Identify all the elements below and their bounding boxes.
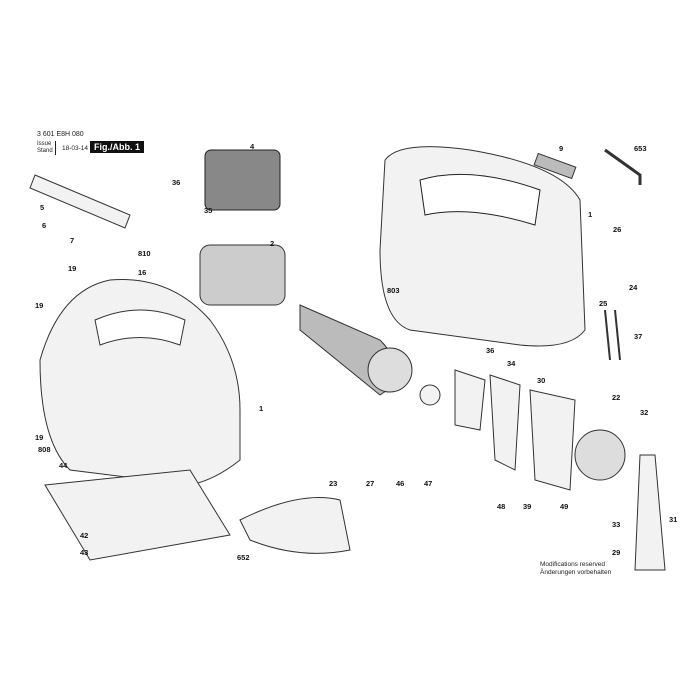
note-de: Änderungen vorbehalten	[540, 569, 612, 576]
issue-stand-label: Issue Stand	[37, 141, 56, 155]
housing-left-half	[39, 279, 241, 486]
lever-plate	[529, 389, 576, 491]
figure-label: Fig./Abb. 1	[90, 141, 144, 153]
label: 42	[80, 531, 88, 540]
base-plate	[44, 469, 231, 561]
label: 7	[70, 236, 74, 245]
switch	[204, 149, 281, 211]
label: 29	[612, 548, 620, 557]
label: 803	[387, 286, 400, 295]
issue-date: 18-03-14	[62, 145, 89, 152]
blade-guard	[239, 497, 351, 554]
guide-plate	[489, 374, 521, 471]
label: 49	[560, 502, 568, 511]
label: 26	[613, 225, 621, 234]
label: 19	[35, 301, 43, 310]
fan	[367, 347, 413, 393]
label: 810	[138, 249, 151, 258]
label: 31	[669, 515, 677, 524]
label: 6	[42, 221, 46, 230]
note-en: Modifications reserved	[540, 561, 606, 568]
label: 27	[366, 479, 374, 488]
label: 9	[559, 144, 563, 153]
label: 43	[80, 548, 88, 557]
label: 39	[523, 502, 531, 511]
label: 33	[612, 520, 620, 529]
label: 47	[424, 479, 432, 488]
plunger	[634, 454, 666, 571]
label: 1	[588, 210, 592, 219]
label: 30	[537, 376, 545, 385]
housing-handle-opening-left	[94, 309, 186, 346]
plate-9	[533, 152, 577, 180]
clip-37	[604, 309, 621, 361]
label: 24	[629, 283, 638, 292]
stand-label: Stand	[37, 148, 53, 154]
label: 34	[507, 359, 516, 368]
label: 4	[250, 142, 255, 151]
label: 35	[204, 206, 212, 215]
label: 5	[40, 203, 44, 212]
label: 25	[599, 299, 607, 308]
label: 36	[172, 178, 180, 187]
label: 36	[486, 346, 494, 355]
stator	[199, 244, 286, 306]
gear	[574, 429, 626, 481]
cord-sleeve	[29, 174, 131, 229]
label: 1	[259, 404, 263, 413]
label: 48	[497, 502, 505, 511]
footer-note: Modifications reserved Änderungen vorbeh…	[540, 561, 611, 577]
housing-handle-opening	[419, 173, 541, 226]
hex-key	[604, 148, 642, 185]
label: 44	[59, 461, 68, 470]
label: 652	[237, 553, 250, 562]
label: 2	[270, 239, 274, 248]
label: 37	[634, 332, 642, 341]
label: 23	[329, 479, 337, 488]
label: 16	[138, 268, 146, 277]
bearing	[419, 384, 441, 406]
part-number: 3 601 E8H 080	[37, 131, 84, 138]
bearing-plate	[454, 369, 486, 431]
part-labels: 5 6 7 19 36 4 35 810 16 2 9 653 1 26 24 …	[35, 142, 677, 562]
label: 653	[634, 144, 647, 153]
label: 32	[640, 408, 648, 417]
label: 22	[612, 393, 620, 402]
issue-label: Issue	[37, 141, 52, 147]
label: 46	[396, 479, 404, 488]
label: 19	[68, 264, 76, 273]
label: 808	[38, 445, 51, 454]
label: 19	[35, 433, 43, 442]
